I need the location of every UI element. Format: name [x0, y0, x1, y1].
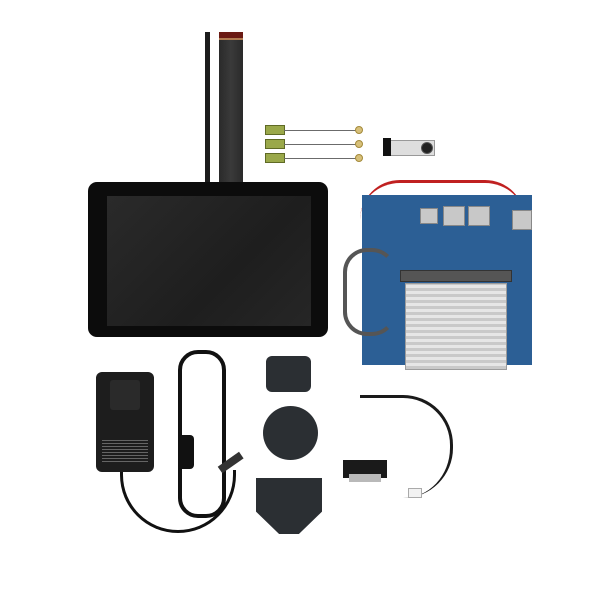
antenna-2	[265, 139, 285, 149]
ethernet-port-2	[468, 206, 490, 226]
antenna-1	[265, 125, 285, 135]
ethernet-port-1	[443, 206, 465, 226]
display-screen	[107, 196, 311, 326]
adapter-rating-label	[102, 440, 148, 462]
board-cable-loop	[343, 248, 396, 336]
antenna-1-cable	[284, 130, 356, 131]
heatsink	[405, 283, 507, 370]
antenna-3-cable	[284, 158, 356, 159]
serial-cable-wire	[360, 395, 453, 498]
fpc-contact-strip	[219, 38, 243, 40]
plug-au	[263, 406, 318, 460]
ram-slot	[400, 270, 512, 282]
usb-port	[512, 210, 532, 230]
antenna-3	[265, 153, 285, 163]
power-cord	[120, 470, 236, 533]
antenna-3-connector	[355, 154, 363, 162]
db9-pins	[349, 474, 381, 482]
antenna-1-connector	[355, 126, 363, 134]
antenna-2-connector	[355, 140, 363, 148]
db9-connector	[343, 460, 387, 478]
ferrite-bead	[178, 435, 194, 469]
display-fpc-wide	[219, 32, 243, 182]
power-cable-red	[360, 180, 525, 223]
plug-uk	[256, 478, 322, 534]
fpc-connector-tip	[219, 32, 243, 38]
us-plug-pins	[110, 380, 140, 410]
jst-connector	[408, 488, 422, 498]
antenna-2-cable	[284, 144, 356, 145]
hdmi-port	[420, 208, 438, 224]
plug-eu	[266, 356, 311, 392]
camera-connector	[383, 138, 391, 156]
display-fpc-thin	[205, 32, 210, 182]
camera-lens-icon	[421, 142, 433, 154]
